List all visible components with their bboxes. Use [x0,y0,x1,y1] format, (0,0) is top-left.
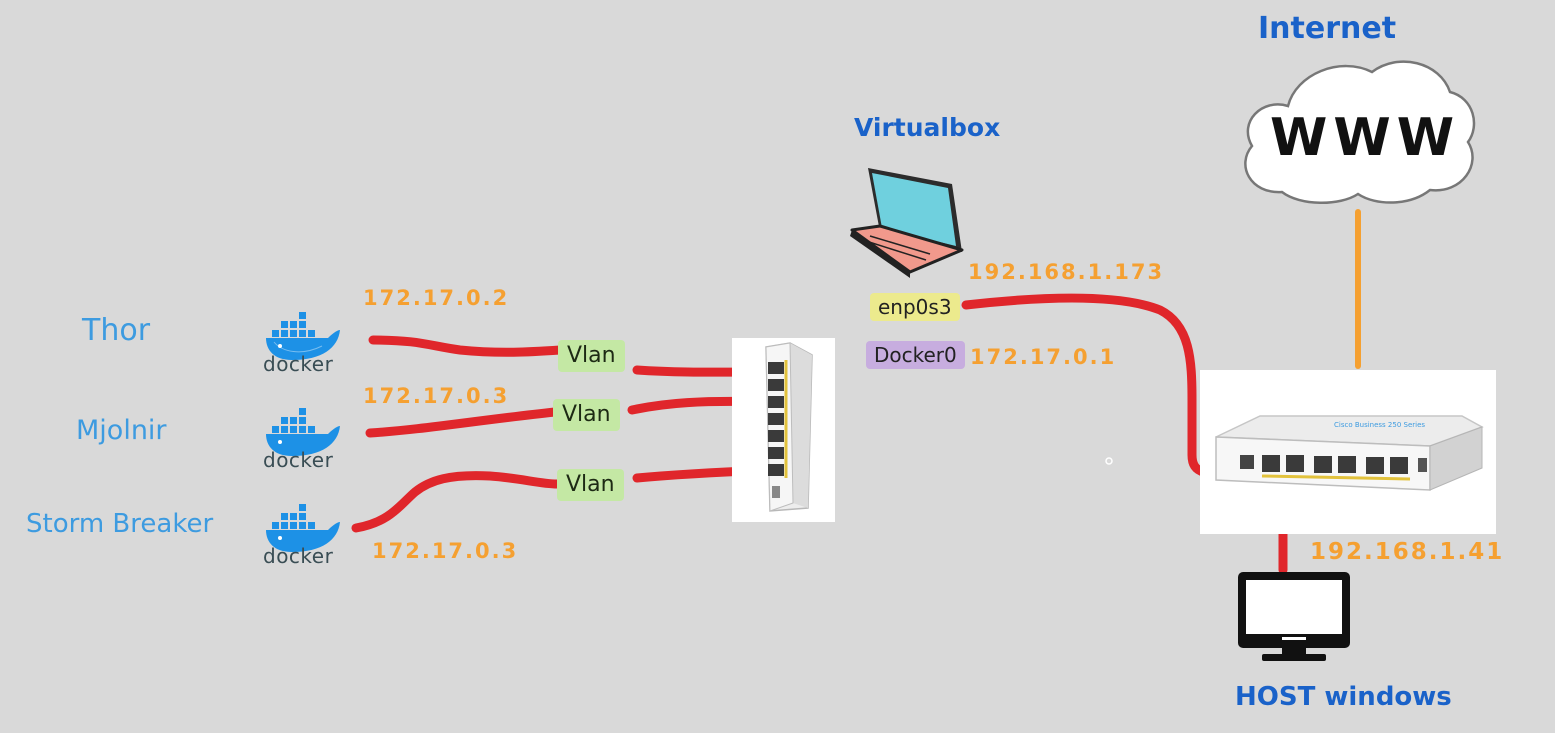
ip-storm-breaker: 172.17.0.3 [372,541,518,562]
internet-label: Internet [1258,14,1396,44]
enp0s3-tag: enp0s3 [870,293,960,321]
stray-dot [1106,458,1112,464]
docker-logo-text: docker [263,544,333,568]
laptop-icon [850,168,962,278]
cable-stormbreaker-vlan [356,476,557,528]
container-label-mjolnir: Mjolnir [76,417,167,444]
vlan-switch [732,338,835,522]
docker0-tag: Docker0 [866,341,965,369]
ip-host: 192.168.1.41 [1310,541,1504,564]
cable-thor-vlan [373,340,560,352]
switch-brand: Cisco Business 250 Series [1334,422,1425,429]
ip-enp0s3: 192.168.1.173 [968,262,1164,283]
vlan-tag: Vlan [558,340,625,372]
cable-mjolnir-vlan [370,412,555,433]
vlan-tag: Vlan [553,399,620,431]
container-label-thor: Thor [82,316,150,346]
ip-docker0: 172.17.0.1 [970,347,1116,368]
docker-logo-text: docker [263,352,333,376]
ip-mjolnir: 172.17.0.3 [363,386,509,407]
vlan-tag: Vlan [557,469,624,501]
container-label-storm-breaker: Storm Breaker [26,511,213,537]
ip-thor: 172.17.0.2 [363,288,509,309]
cisco-switch [1200,370,1496,534]
monitor-icon [1238,572,1350,661]
host-label: HOST windows [1235,684,1452,710]
docker-logo-text: docker [263,448,333,472]
www-text: WWW [1270,108,1460,168]
virtualbox-label: Virtualbox [854,115,1000,140]
